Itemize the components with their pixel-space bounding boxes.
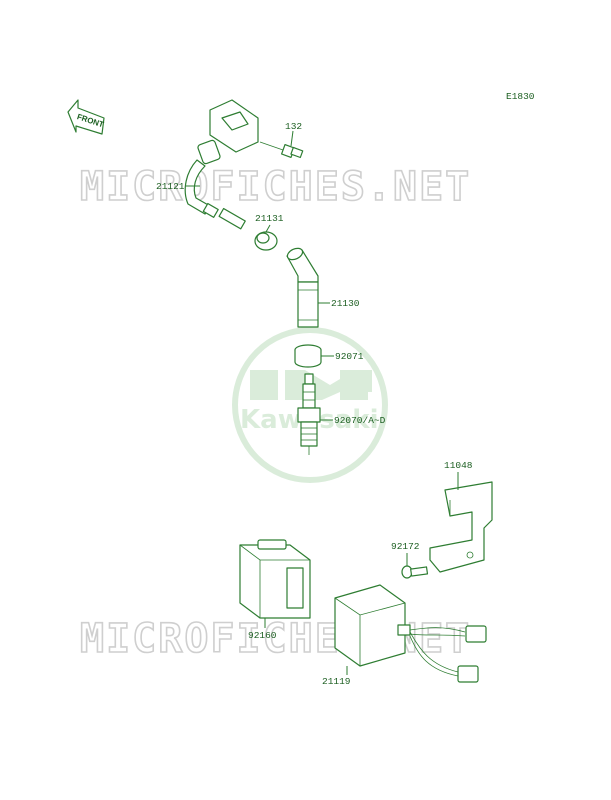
part-label-92160[interactable]: 92160 — [248, 630, 277, 641]
spark-plug-92070 — [297, 373, 321, 455]
part-label-11048[interactable]: 11048 — [444, 460, 473, 471]
diagram-code: E1830 — [506, 91, 535, 102]
part-label-92172[interactable]: 92172 — [391, 541, 420, 552]
cdi-unit-21119 — [334, 584, 487, 683]
bracket-11048 — [429, 481, 493, 573]
part-label-21119[interactable]: 21119 — [322, 676, 351, 687]
part-label-92070[interactable]: 92070/A~D — [334, 415, 386, 426]
bolt-132 — [259, 141, 304, 159]
part-label-92071[interactable]: 92071 — [335, 351, 364, 362]
part-label-132[interactable]: 132 — [285, 121, 302, 132]
screw-92172 — [401, 565, 429, 579]
part-label-21121[interactable]: 21121 — [156, 181, 185, 192]
ring-92071 — [294, 344, 322, 368]
plug-cap-21130 — [286, 247, 319, 328]
front-arrow-icon: FRONT — [67, 99, 105, 135]
watermark-text-top: MICROFICHES.NET — [80, 164, 471, 210]
part-label-21130[interactable]: 21130 — [331, 298, 360, 309]
cover-92160 — [239, 539, 311, 619]
leader-lines — [186, 130, 459, 675]
part-label-21131[interactable]: 21131 — [255, 213, 284, 224]
cap-21131 — [254, 231, 278, 251]
ignition-coil-21121 — [184, 99, 259, 230]
